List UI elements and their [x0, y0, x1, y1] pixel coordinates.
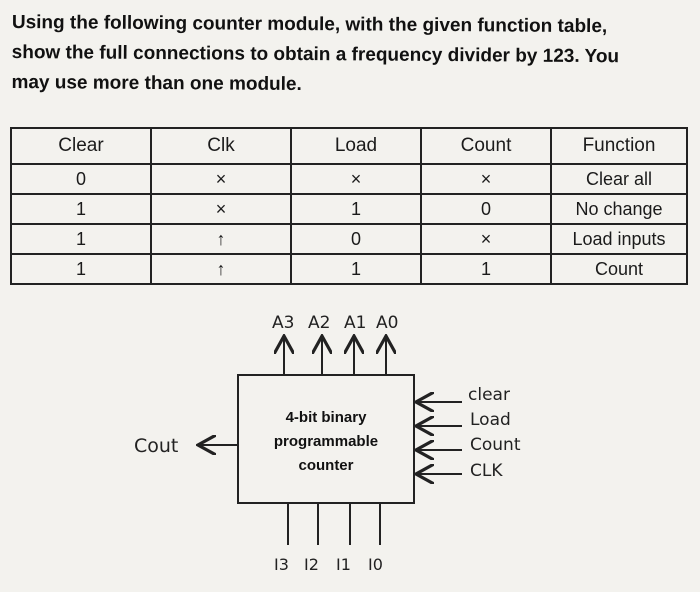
counter-title-line-3: counter	[298, 457, 354, 474]
table-cell: 0	[10, 163, 152, 195]
input-label-i2: I2	[304, 555, 319, 574]
table-cell: Load inputs	[550, 223, 688, 255]
header-function: Function	[550, 127, 688, 165]
counter-title-line-1: 4-bit binary	[285, 409, 367, 426]
table-cell: 1	[290, 253, 422, 285]
counter-title: 4-bit binary programmable counter	[240, 406, 412, 478]
header-clk: Clk	[150, 127, 292, 165]
table-header-row: Clear Clk Load Count Function	[10, 127, 688, 165]
table-cell: ×	[290, 163, 422, 195]
function-table: Clear Clk Load Count Function 0 × × × Cl…	[10, 127, 688, 285]
table-row: 1 ↑ 1 1 Count	[10, 253, 688, 285]
table-cell: Clear all	[550, 163, 688, 195]
header-clear: Clear	[10, 127, 152, 165]
table-cell: 1	[10, 223, 152, 255]
table-row: 1 × 1 0 No change	[10, 193, 688, 225]
question-text: Using the following counter module, with…	[11, 8, 682, 103]
table-cell: 1	[420, 253, 552, 285]
table-cell: ×	[150, 163, 292, 195]
table-cell: 1	[10, 193, 152, 225]
table-cell: 0	[290, 223, 422, 255]
input-labels: I3 I2 I1 I0	[274, 555, 383, 574]
table-cell: ↑	[150, 223, 292, 255]
table-cell: ×	[420, 163, 552, 195]
output-label-a0: A0	[376, 313, 398, 333]
input-label-i3: I3	[274, 555, 289, 574]
output-label-a3: A3	[272, 313, 294, 333]
carry-out-label: Cout	[134, 435, 178, 457]
header-load: Load	[290, 127, 422, 165]
counter-diagram: A3 A2 A1 A0 I3 I2 I1 I0 clear Load	[134, 313, 521, 574]
input-lines	[287, 503, 381, 545]
counter-block	[237, 374, 415, 504]
table-cell: No change	[550, 193, 688, 225]
input-label-i1: I1	[336, 555, 351, 574]
control-label-clear: clear	[468, 385, 510, 405]
output-label-a2: A2	[308, 313, 330, 333]
control-labels: clear Load Count CLK	[468, 385, 521, 481]
counter-title-line-2: programmable	[273, 433, 379, 450]
control-label-count: Count	[470, 435, 521, 455]
table-cell: ×	[150, 193, 292, 225]
control-arrows	[418, 402, 462, 474]
table-cell: 1	[10, 253, 152, 285]
table-cell: 0	[420, 193, 552, 225]
table-row: 1 ↑ 0 × Load inputs	[10, 223, 688, 255]
input-label-i0: I0	[368, 555, 383, 574]
control-label-clk: CLK	[470, 461, 503, 481]
question-line-3: may use more than one module.	[11, 71, 302, 96]
output-arrows	[284, 338, 386, 375]
question-line-1: Using the following counter module, with…	[11, 11, 608, 38]
control-label-load: Load	[470, 410, 511, 430]
table-cell: ↑	[150, 253, 292, 285]
table-cell: 1	[290, 193, 422, 225]
header-count: Count	[420, 127, 552, 165]
table-cell: ×	[420, 223, 552, 255]
table-row: 0 × × × Clear all	[10, 163, 688, 195]
output-labels: A3 A2 A1 A0	[272, 313, 398, 333]
output-label-a1: A1	[344, 313, 366, 333]
table-cell: Count	[550, 253, 688, 285]
question-line-2: show the full connections to obtain a fr…	[11, 41, 620, 68]
